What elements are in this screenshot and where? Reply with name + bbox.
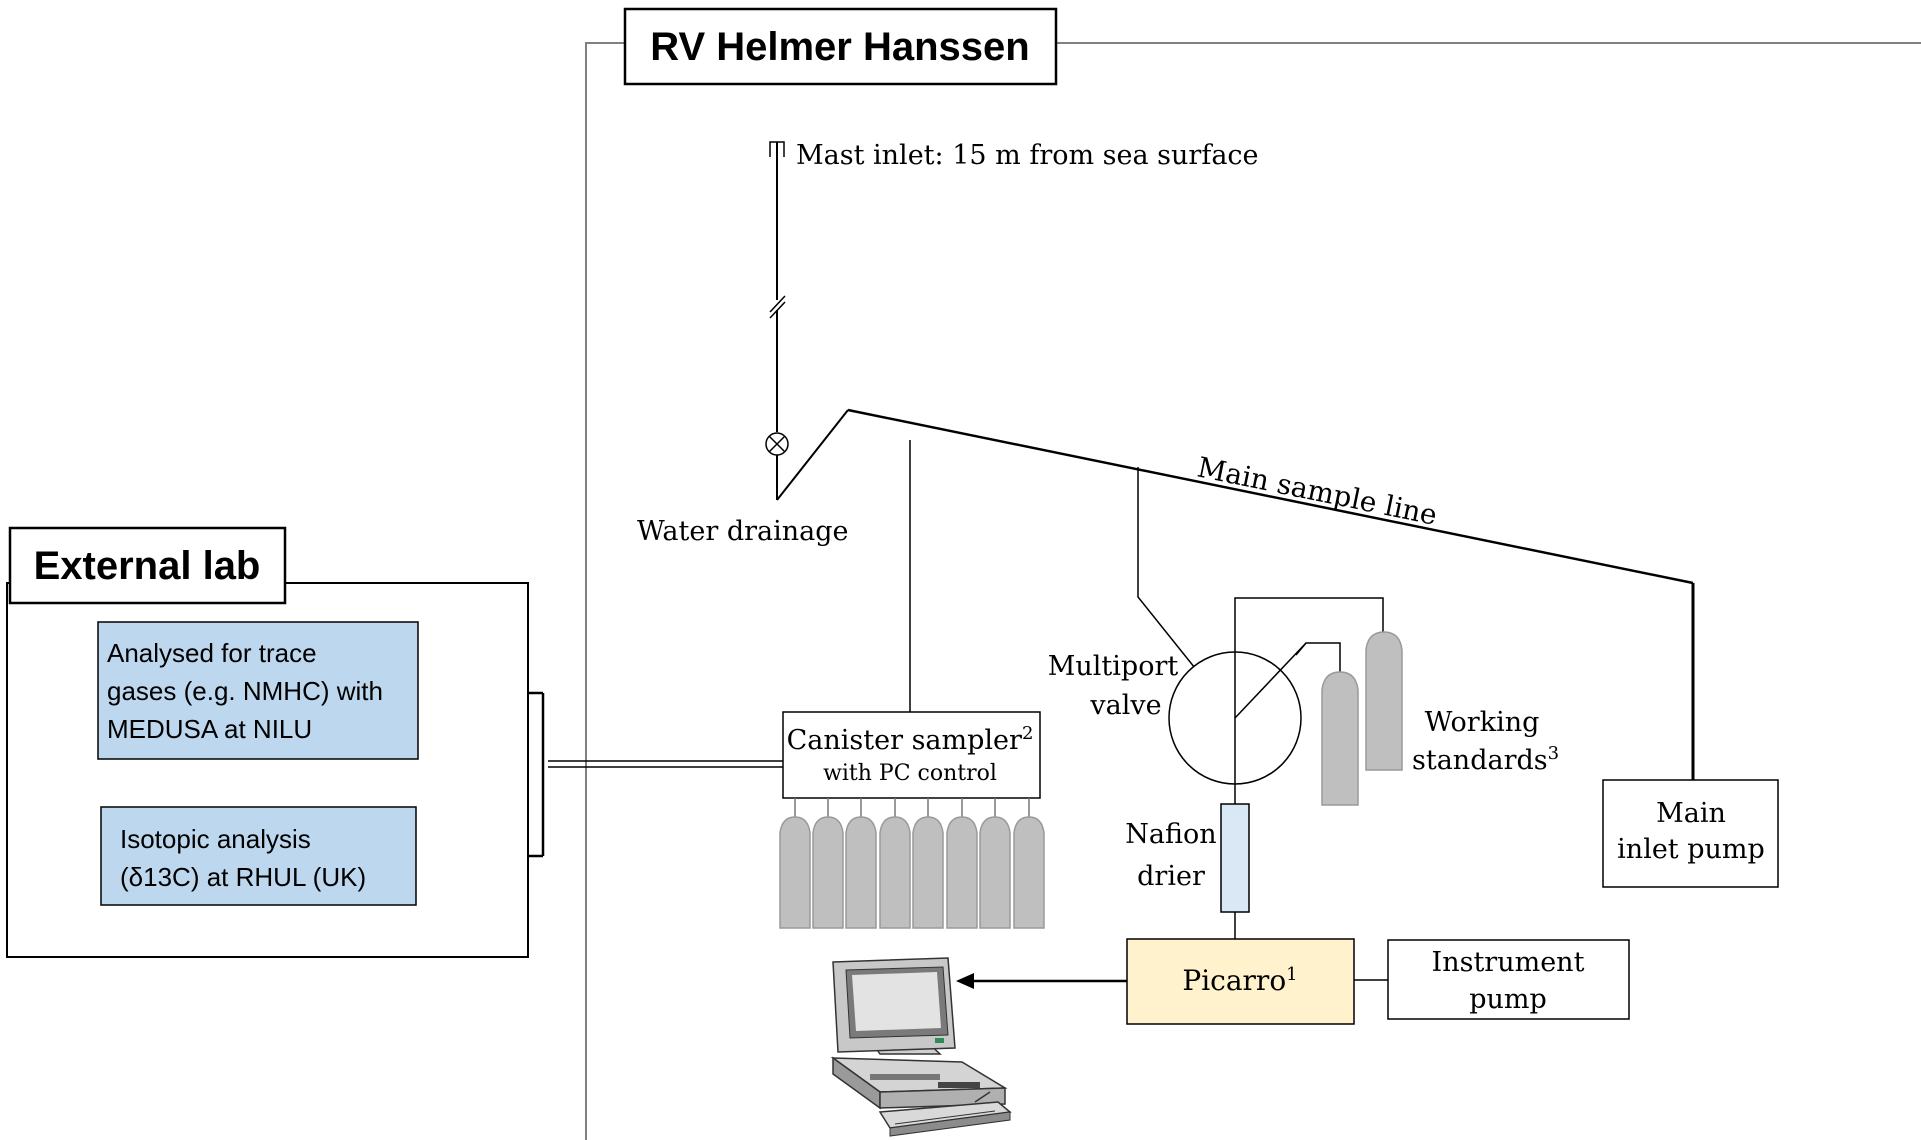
canister-sampler-line1: Canister sampler2 <box>787 723 1034 756</box>
gas-cylinder-icon <box>1013 798 1045 929</box>
external-lab-title-box <box>8 526 287 605</box>
main-sample-line-label: Main sample line <box>1195 451 1440 532</box>
multiport-label-line1: Multiport <box>1048 651 1179 682</box>
picarro-footnote: 1 <box>1286 964 1297 985</box>
gas-cylinder-icon <box>1321 671 1359 806</box>
main-inlet-pump-line1: Main <box>1656 798 1726 829</box>
gas-cylinder-icon <box>845 798 877 929</box>
working-standards-line1: Working <box>1425 707 1540 738</box>
gas-cylinder-icon <box>1365 631 1403 771</box>
working-standards-footnote: 3 <box>1548 743 1559 764</box>
main-inlet-pump-line2: inlet pump <box>1617 834 1765 865</box>
picarro-label: Picarro1 <box>1182 964 1297 997</box>
trace-gases-line2: gases (e.g. NMHC) with <box>107 676 383 706</box>
ship-title-box <box>623 7 1058 86</box>
drainage-line <box>776 409 849 501</box>
computer-icon <box>830 957 1012 1137</box>
nafion-label-line1: Nafion <box>1125 819 1216 850</box>
data-arrow-head <box>956 973 974 989</box>
nafion-label-line2: drier <box>1137 861 1205 892</box>
canister-sampler-footnote: 2 <box>1022 723 1033 744</box>
gas-cylinder-icon <box>912 798 944 929</box>
gas-cylinder-icon <box>946 798 978 929</box>
gas-cylinder-icon <box>879 798 911 929</box>
ship-title: RV Helmer Hanssen <box>650 25 1029 69</box>
trace-gases-line1: Analysed for trace <box>107 638 317 668</box>
canister-sampler-line2: with PC control <box>823 761 997 786</box>
main-inlet-pump-box <box>1602 779 1779 888</box>
lab-box-trace-gases <box>97 621 419 760</box>
working-standards-text: standards <box>1412 745 1548 776</box>
gas-cylinder-icon <box>812 798 844 929</box>
external-lab: External lab Analysed for trace gases (e… <box>6 526 529 958</box>
mast-inlet: Mast inlet: 15 m from sea surface <box>769 140 1259 500</box>
ship-frame: RV Helmer Hanssen <box>585 7 1921 1140</box>
trace-gases-line3: MEDUSA at NILU <box>107 714 312 744</box>
nafion-drier <box>1220 803 1250 913</box>
lab-box-isotopic <box>100 806 417 906</box>
instrument-pump-line2: pump <box>1469 984 1547 1015</box>
canister-sampler-box <box>782 711 1041 799</box>
gas-cylinder-icon <box>979 798 1011 929</box>
canister-sampler-text: Canister sampler <box>787 725 1022 756</box>
picarro-text: Picarro <box>1182 964 1286 997</box>
working-standards-line2: standards3 <box>1412 743 1559 776</box>
drain-valve-icon <box>765 432 789 456</box>
multiport-label-line2: valve <box>1089 690 1161 721</box>
instrument-pump-box <box>1387 939 1630 1020</box>
isotopic-line2: (δ13C) at RHUL (UK) <box>120 862 366 892</box>
mast-inlet-label: Mast inlet: 15 m from sea surface <box>796 140 1259 171</box>
external-lab-title: External lab <box>34 544 261 588</box>
canister-array <box>779 798 1045 929</box>
multiport-valve-icon <box>1168 597 1384 804</box>
gas-cylinder-icon <box>779 798 811 929</box>
isotopic-line1: Isotopic analysis <box>120 824 311 854</box>
instrument-pump-line1: Instrument <box>1432 947 1585 978</box>
water-drainage-label: Water drainage <box>637 516 849 547</box>
